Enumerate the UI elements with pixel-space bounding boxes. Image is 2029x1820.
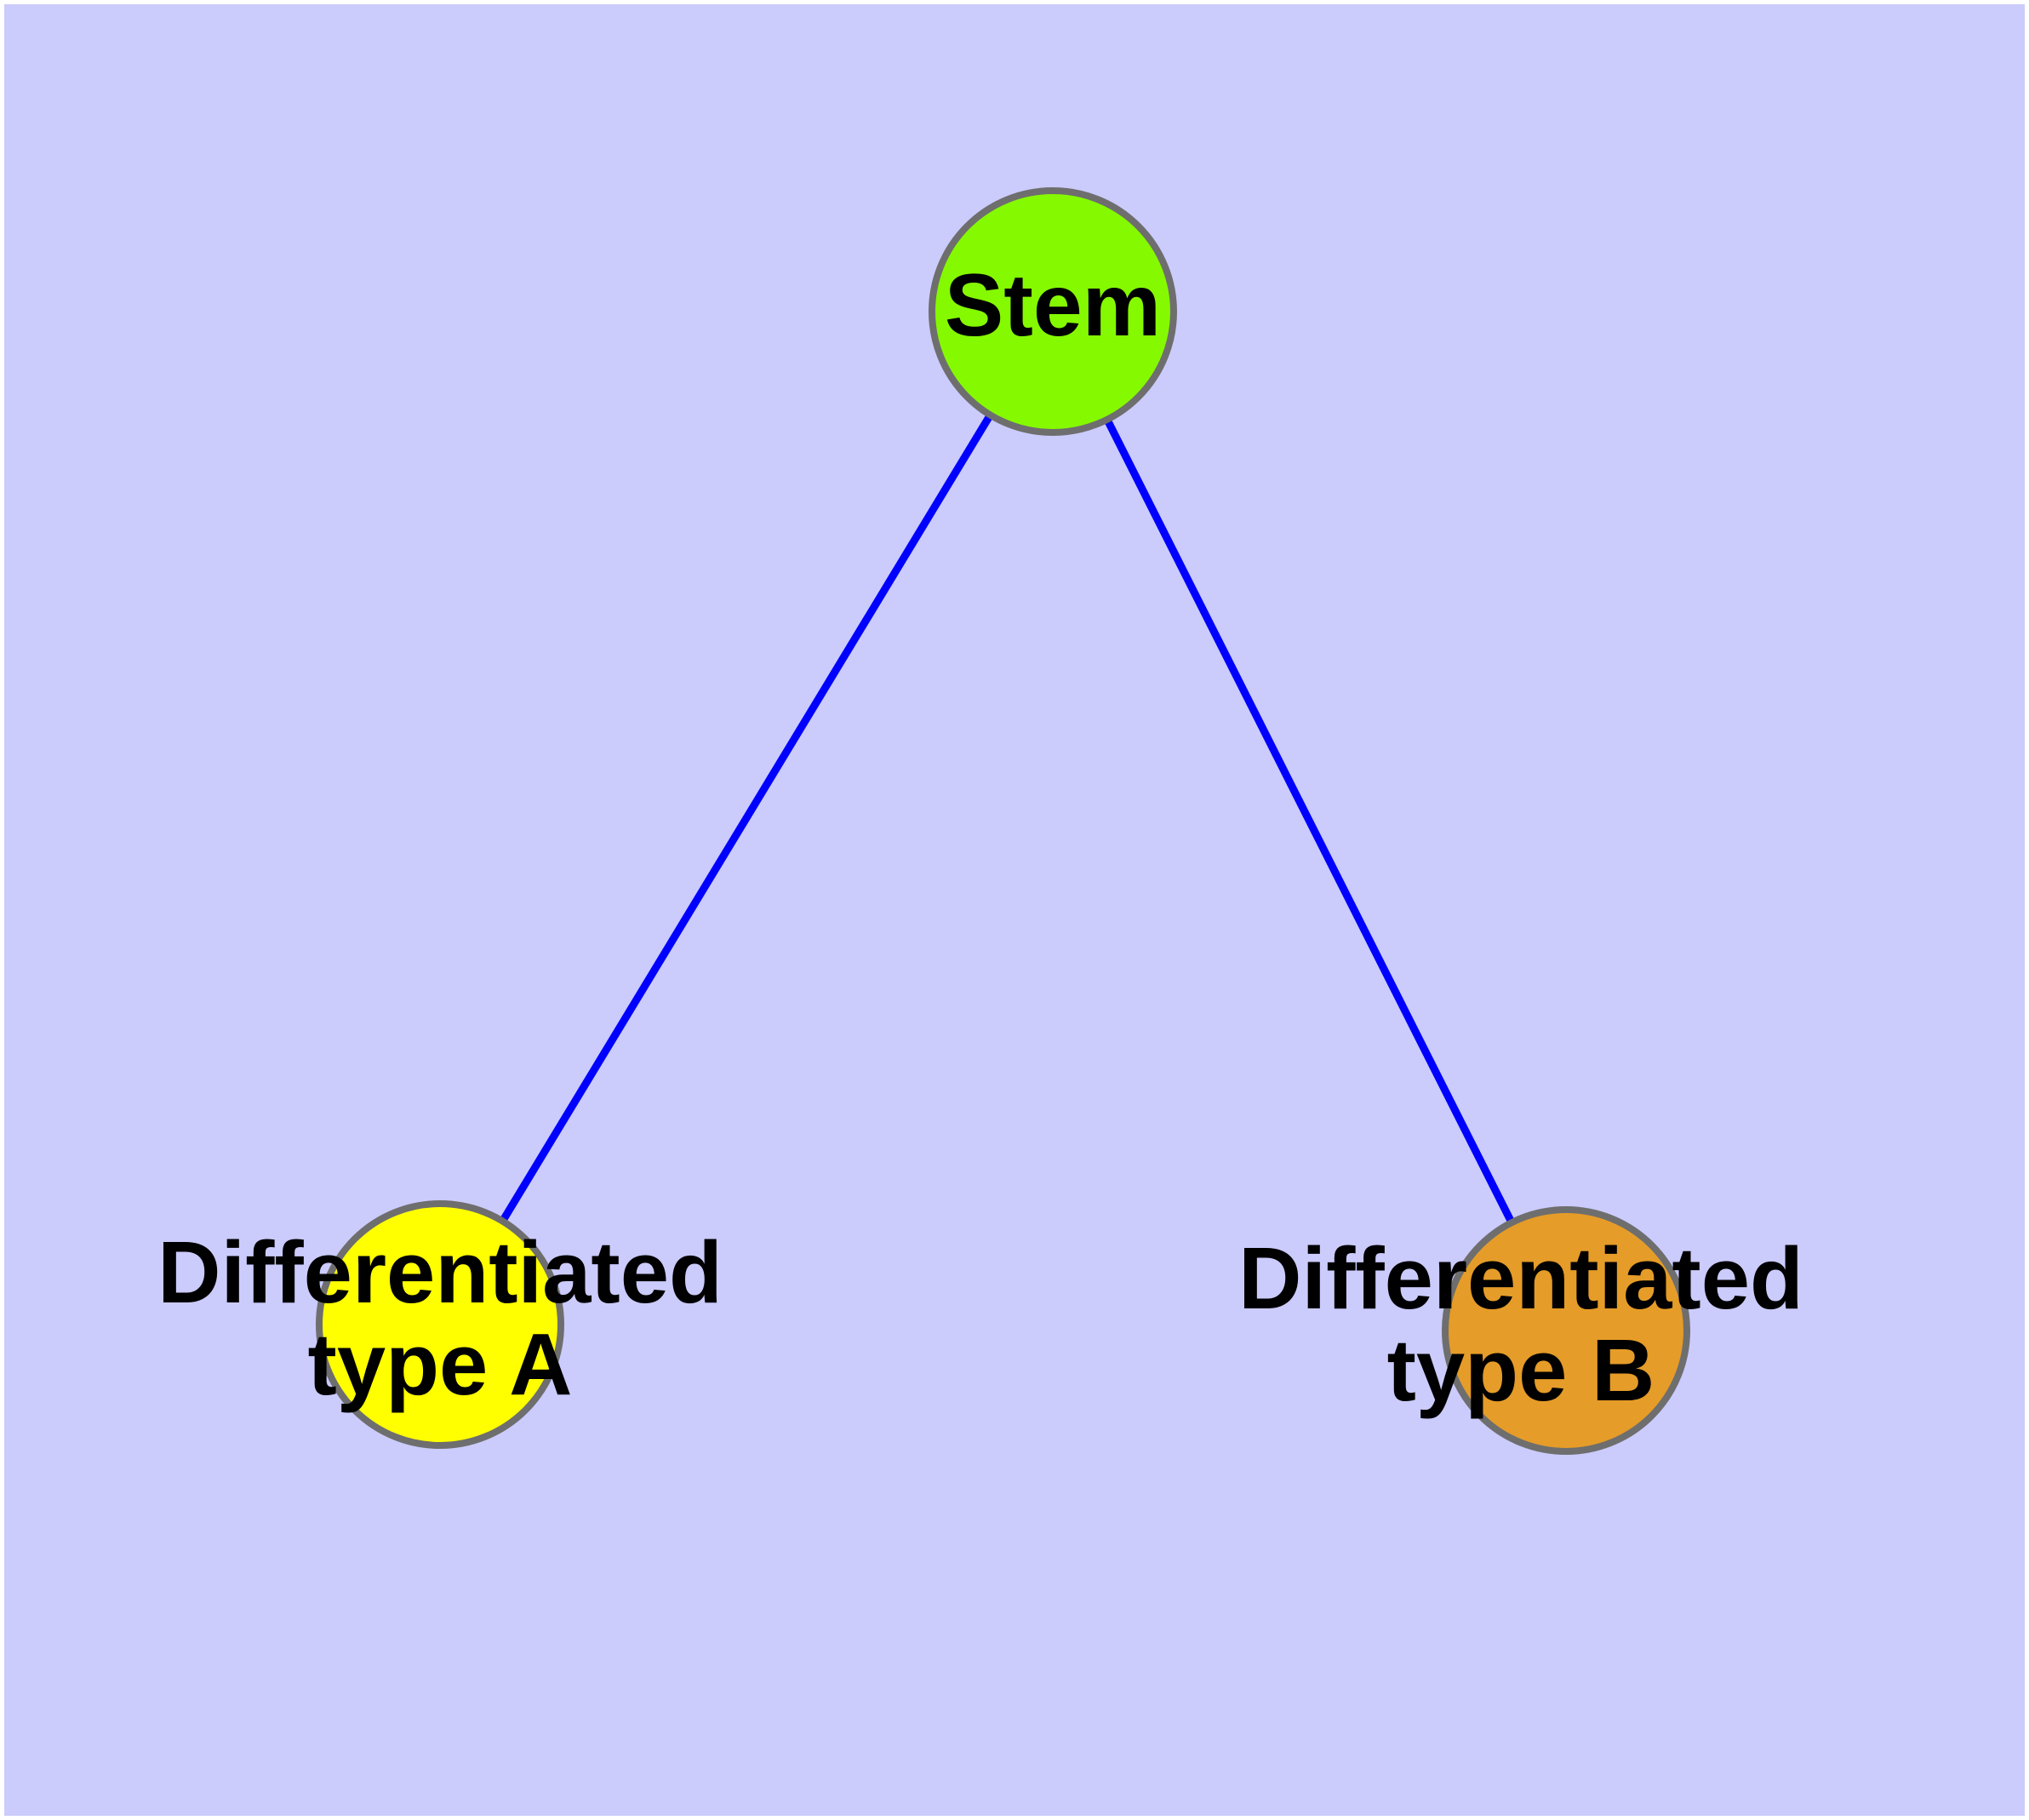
edge-stem-to-differentiated-b[interactable]	[1102, 416, 1517, 1226]
node-group	[316, 187, 1690, 1455]
node-differentiated-type-a[interactable]	[316, 1200, 564, 1449]
node-differentiated-type-b[interactable]	[1442, 1206, 1690, 1455]
node-stem[interactable]	[929, 187, 1177, 436]
edge-stem-to-differentiated-a[interactable]	[498, 411, 995, 1225]
edge-group	[498, 411, 1517, 1226]
